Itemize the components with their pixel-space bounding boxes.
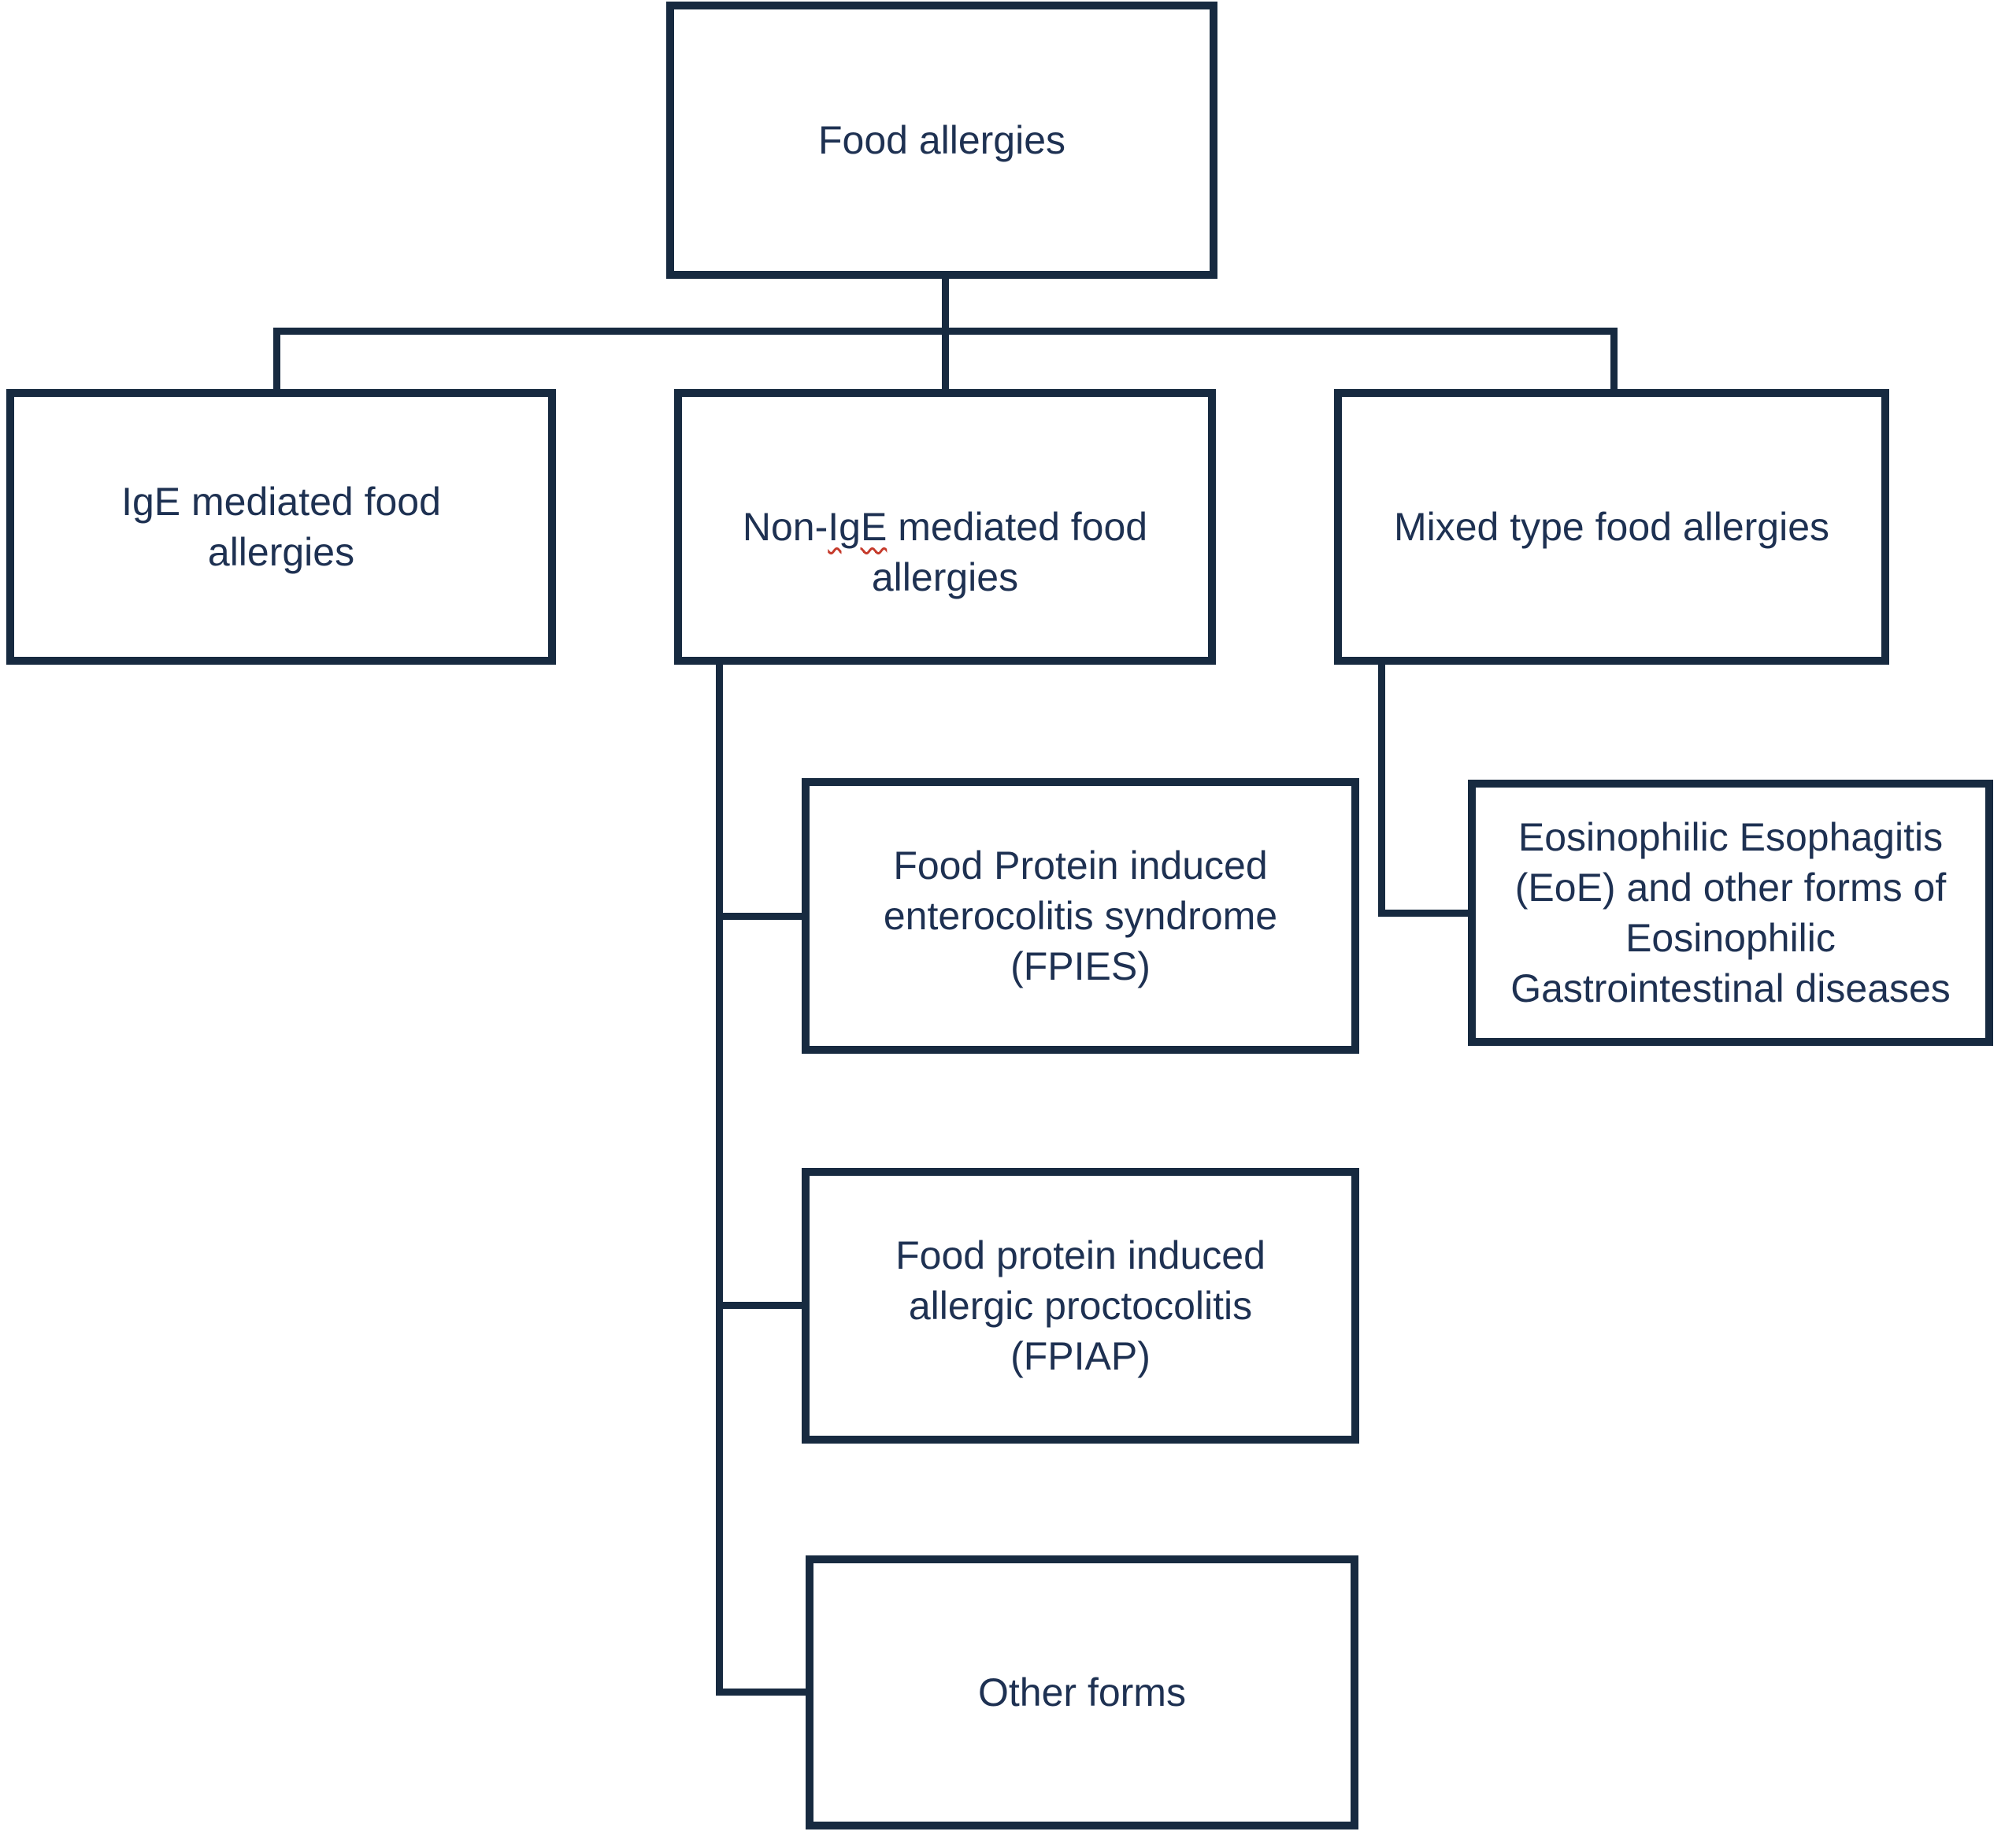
- connector-stub-to-other-forms: [719, 1689, 809, 1696]
- connector-stub-to-fpiap: [719, 1302, 805, 1309]
- non-ige-label-suffix: mediated food allergies: [871, 505, 1148, 599]
- connector-stub-to-fpies: [719, 913, 805, 920]
- connector-children-horizontal: [273, 328, 1618, 335]
- connector-drop-to-ige: [273, 331, 280, 394]
- non-ige-label-prefix: Non-: [742, 505, 828, 549]
- connector-mixed-child-vertical: [1378, 658, 1385, 917]
- node-ige-mediated: IgE mediated food allergies: [6, 389, 556, 665]
- node-fpiap-label: Food protein induced allergic proctocoli…: [895, 1233, 1266, 1378]
- connector-drop-to-mixed: [1610, 331, 1618, 394]
- node-non-ige-mediated: Non-IgE mediated food allergies: [674, 389, 1216, 665]
- node-mixed-type-label: Mixed type food allergies: [1393, 505, 1830, 549]
- non-ige-label-spellcheck-underlined: IgE: [828, 505, 888, 549]
- node-non-ige-mediated-label: Non-IgE mediated food allergies: [743, 451, 1147, 602]
- connector-stub-to-eoe: [1381, 910, 1471, 917]
- connector-nonige-children-vertical: [716, 658, 723, 1696]
- node-fpies-label: Food Protein induced enterocolitis syndr…: [883, 843, 1278, 988]
- node-food-allergies: Food allergies: [666, 2, 1217, 279]
- node-eoe-label: Eosinophilic Esophagitis (EoE) and other…: [1510, 815, 1951, 1010]
- node-fpies: Food Protein induced enterocolitis syndr…: [802, 778, 1359, 1054]
- node-mixed-type: Mixed type food allergies: [1334, 389, 1889, 665]
- node-food-allergies-label: Food allergies: [817, 118, 1066, 162]
- node-eoe: Eosinophilic Esophagitis (EoE) and other…: [1468, 780, 1993, 1046]
- node-ige-mediated-label: IgE mediated food allergies: [121, 480, 441, 574]
- node-other-forms-label: Other forms: [978, 1670, 1186, 1715]
- node-other-forms: Other forms: [806, 1555, 1358, 1829]
- node-fpiap: Food protein induced allergic proctocoli…: [802, 1168, 1359, 1444]
- connector-root-to-nonige-vertical: [942, 276, 949, 394]
